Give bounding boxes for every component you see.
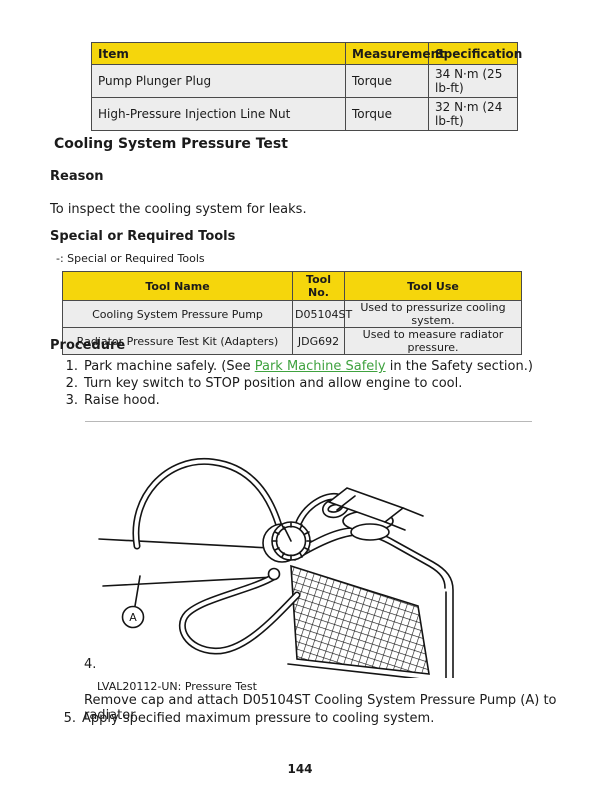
tools-heading: Special or Required Tools [50,229,236,244]
table-row: Cooling System Pressure Pump D05104ST Us… [62,300,522,328]
spec-col-specification: Specification [428,42,522,65]
reason-heading: Reason [50,169,104,184]
tool-name: Cooling System Pressure Pump [62,300,293,328]
pump-handle [98,538,276,587]
tools-col-no: Tool No. [292,271,345,301]
tools-table: Tool Name Tool No. Tool Use Cooling Syst… [62,271,522,355]
park-machine-safely-link[interactable]: Park Machine Safely [254,359,386,374]
table-row: Radiator Pressure Test Kit (Adapters) JD… [62,327,522,355]
step-number: 4. [84,657,97,672]
tools-note: -: Special or Required Tools [56,252,205,265]
step-number: 1. [65,359,78,374]
pump-hose-loop [132,457,284,550]
lower-hose-loop [178,572,301,655]
procedure-step-1: 1. Park machine safely. (See Park Machine… [64,359,533,374]
step-number: 2. [65,376,78,391]
section-title: Cooling System Pressure Test [54,136,288,152]
spec-measurement: Torque [345,97,429,131]
label-a: A [121,575,145,629]
procedure-step-3: 3. Raise hood. [64,393,160,408]
table-row: Pump Plunger Plug Torque 34 N·m (25 lb-f… [91,64,518,98]
tool-use: Used to measure radiator pressure. [344,327,522,355]
table-header-row: Tool Name Tool No. Tool Use [62,271,522,301]
tools-col-use: Tool Use [344,271,522,301]
figure-divider [85,421,532,422]
step-text: Apply specified maximum pressure to cool… [82,711,435,726]
step-text: in the Safety section.) [385,359,533,374]
tool-no: JDG692 [292,327,345,355]
hose-connector [267,567,281,581]
spec-value: 32 N·m (24 lb-ft) [428,97,518,131]
reason-text: To inspect the cooling system for leaks. [50,202,307,217]
procedure-step-5: 5. Apply specified maximum pressure to co… [62,711,435,726]
torque-spec-table: Item Measurement Specification Pump Plun… [91,42,522,131]
pressure-test-figure: A [98,457,454,678]
figure-caption: LVAL20112-UN: Pressure Test [97,680,257,693]
spec-item: Pump Plunger Plug [91,64,346,98]
pressure-gauge [262,521,312,563]
table-header-row: Item Measurement Specification [91,42,522,65]
table-row: High-Pressure Injection Line Nut Torque … [91,97,518,131]
spec-item: High-Pressure Injection Line Nut [91,97,346,131]
spec-measurement: Torque [345,64,429,98]
step-text: Park machine safely. (See [84,359,255,374]
step-text: Turn key switch to STOP position and all… [84,376,463,391]
spec-col-measurement: Measurement [345,42,445,65]
tool-name: Radiator Pressure Test Kit (Adapters) [62,327,293,355]
step-number: 5. [63,711,76,726]
page-number: 144 [287,762,313,776]
step-number: 3. [65,393,78,408]
procedure-heading: Procedure [50,338,126,353]
procedure-step-2: 2. Turn key switch to STOP position and a… [64,376,463,391]
procedure-step-4-text: Remove cap and attach D05104ST Cooling S… [84,693,557,723]
radiator-grille [290,564,430,675]
step-text: Raise hood. [84,393,160,408]
procedure-step-4-number: 4. [84,657,96,672]
radiator-cap-adapter [327,487,424,541]
spec-col-item: Item [91,42,346,65]
radiator [287,527,454,678]
tool-no: D05104ST [292,300,352,328]
label-a-text: A [129,611,137,624]
spec-value: 34 N·m (25 lb-ft) [428,64,518,98]
tool-use: Used to pressurize cooling system. [344,300,522,328]
tools-col-name: Tool Name [62,271,293,301]
